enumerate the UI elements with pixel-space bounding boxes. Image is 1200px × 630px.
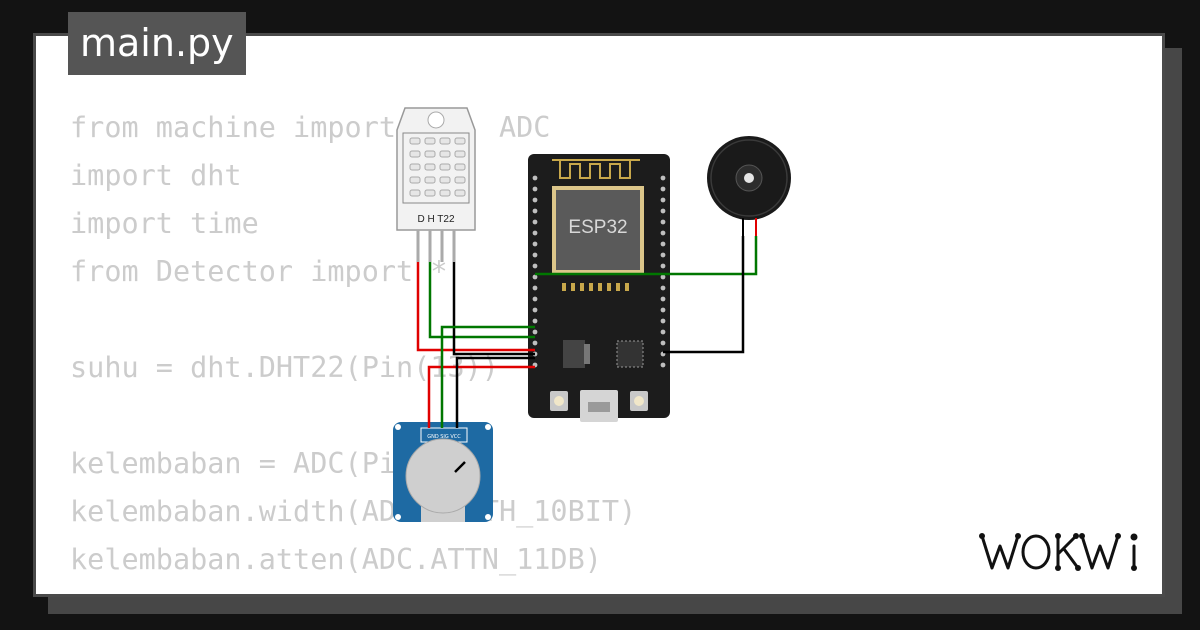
- potentiometer-pins-label: GND SIG VCC: [427, 434, 461, 440]
- wire-pot-gnd: [455, 356, 535, 428]
- wire-buzzer-sig: [535, 236, 758, 276]
- file-tab[interactable]: main.py: [68, 12, 246, 75]
- wire-dht-gnd: [452, 262, 535, 356]
- code-line: import time: [70, 207, 259, 240]
- buzzer[interactable]: [707, 136, 791, 236]
- dht22-label: D H T22: [417, 214, 454, 225]
- potentiometer[interactable]: GND SIG VCC: [393, 422, 493, 522]
- code-line: import dht: [70, 159, 242, 192]
- wires: [416, 236, 758, 428]
- wire-dht-vcc: [416, 262, 535, 352]
- wire-pot-vcc: [427, 365, 535, 428]
- code-line: from Detector import *: [70, 255, 448, 288]
- wire-buzzer-gnd: [663, 236, 745, 354]
- esp32-right-pins: [660, 175, 666, 368]
- wokwi-logo: [979, 533, 1138, 571]
- esp32-left-pins: [532, 175, 538, 368]
- esp32-board[interactable]: ESP32: [528, 154, 670, 422]
- code-line: kelembaban.width(ADC.WIDTH_10BIT): [70, 495, 637, 528]
- wire-pot-sig: [440, 325, 535, 428]
- wire-dht-data: [428, 262, 535, 339]
- esp32-label: ESP32: [568, 217, 627, 238]
- dht22-sensor[interactable]: D H T22: [396, 107, 476, 262]
- knob-indicator: [454, 461, 466, 473]
- code-line: kelembaban.atten(ADC.ATTN_11DB): [70, 543, 602, 576]
